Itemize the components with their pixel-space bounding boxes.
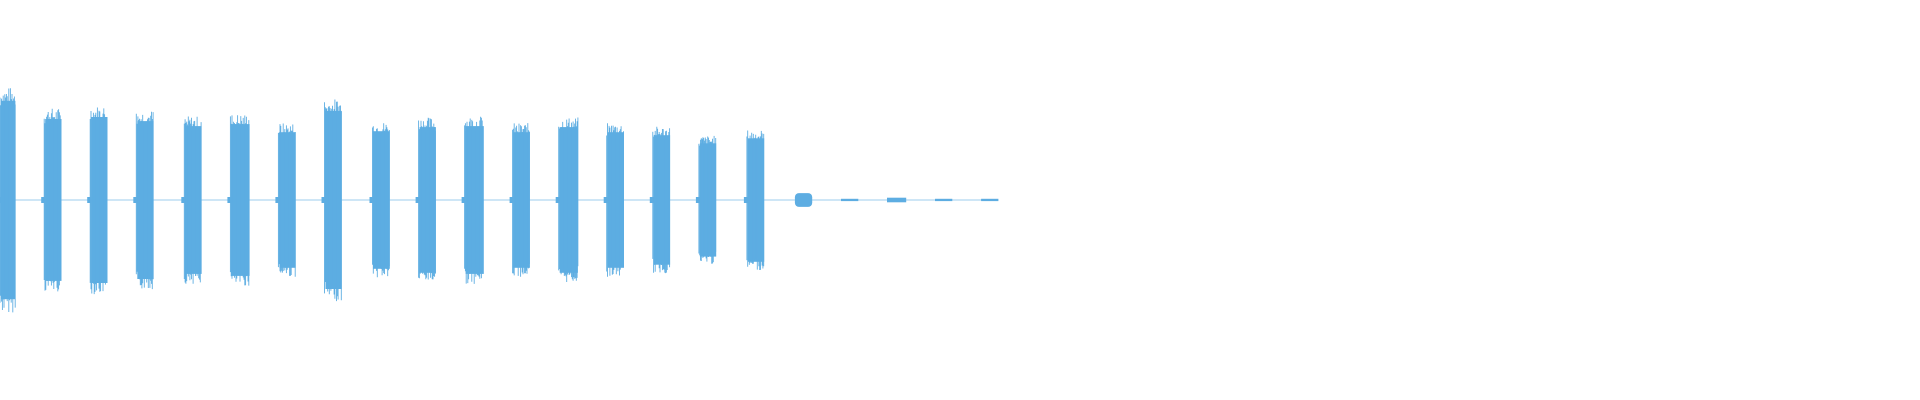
waveform-burst (603, 123, 624, 277)
waveform-burst (87, 107, 108, 295)
waveform-burst (227, 115, 250, 286)
waveform-burst (555, 117, 579, 282)
waveform-burst (695, 135, 717, 264)
waveform-burst (369, 123, 390, 278)
waveform-burst (981, 198, 999, 202)
waveform-burst (887, 197, 907, 203)
waveform-burst (649, 126, 671, 274)
waveform-burst (0, 88, 16, 313)
waveform-burst (133, 111, 154, 290)
waveform-burst (321, 99, 342, 302)
waveform-burst (41, 108, 62, 292)
waveform-bursts (0, 88, 999, 313)
waveform-burst (743, 130, 765, 270)
waveform-burst (461, 116, 484, 284)
waveform-burst (794, 193, 813, 207)
waveform-burst (275, 123, 296, 277)
waveform-burst (841, 198, 859, 202)
waveform-burst (509, 123, 530, 277)
waveform-burst (415, 117, 436, 280)
waveform-burst (935, 198, 953, 202)
waveform-burst (181, 116, 202, 284)
